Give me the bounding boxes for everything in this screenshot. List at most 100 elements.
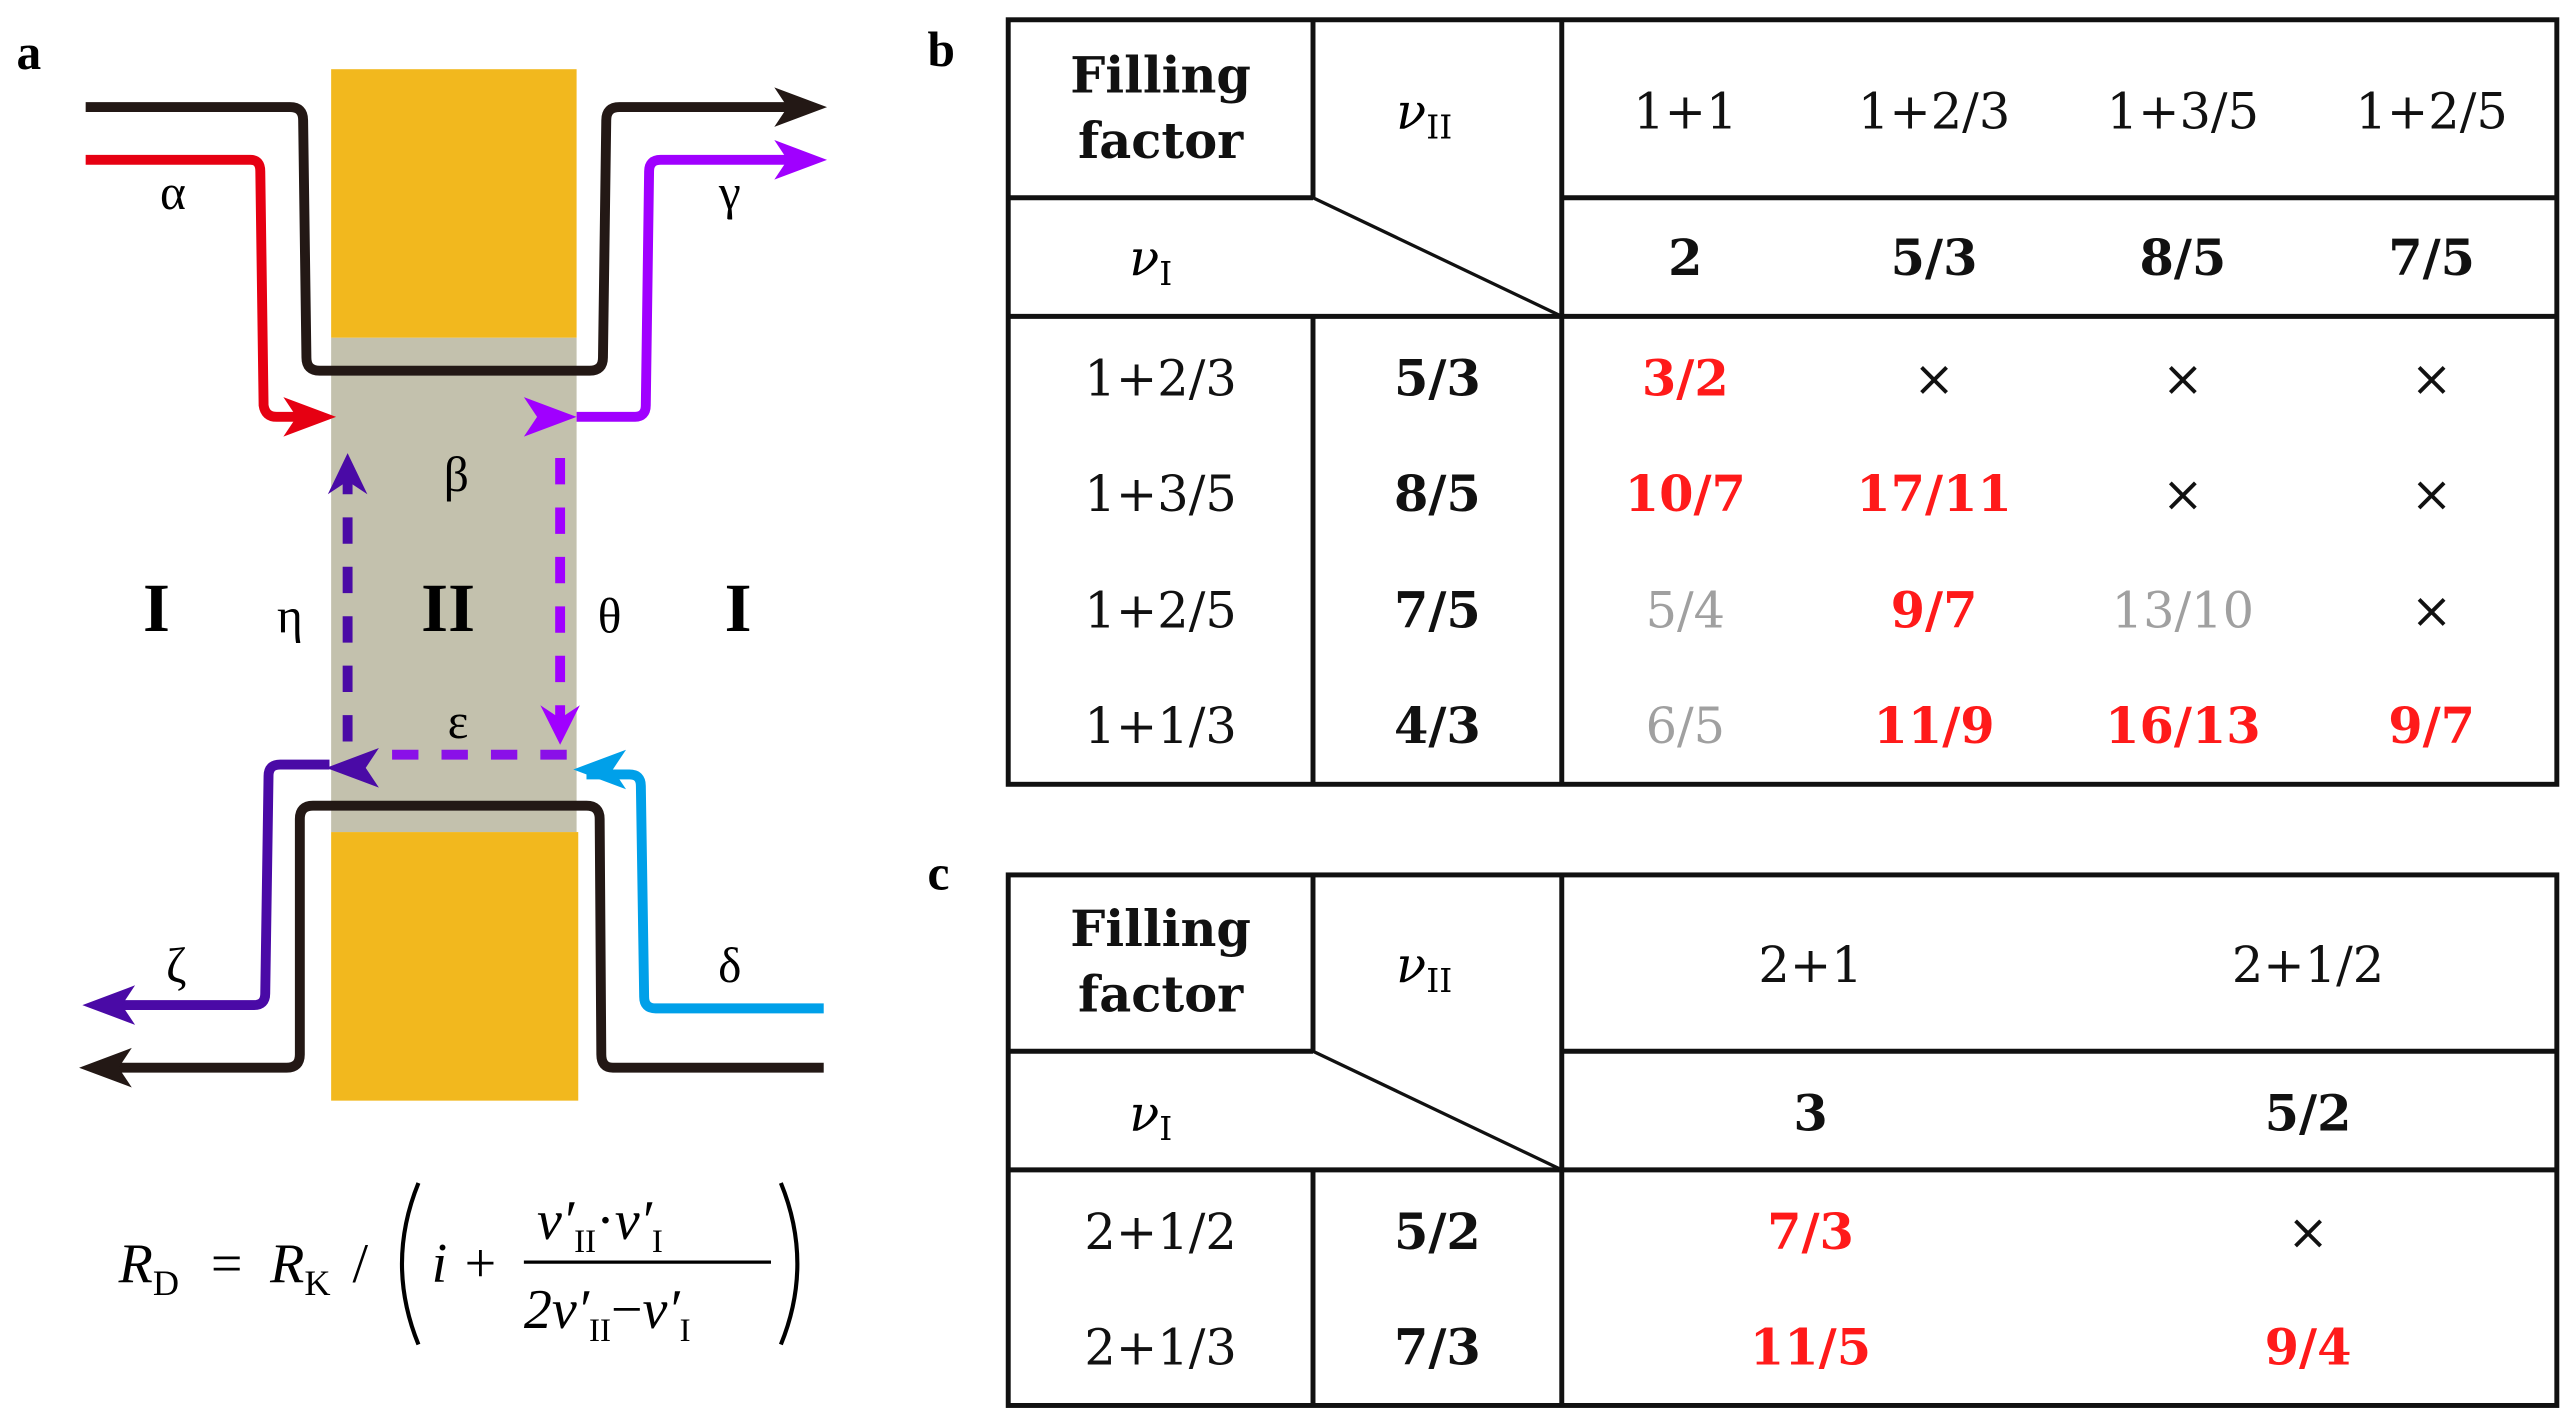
table-cell: 5/4 — [1646, 582, 1726, 640]
table-cell: × — [2411, 465, 2452, 523]
label-eta: η — [277, 589, 303, 644]
edge-delta — [586, 769, 824, 1014]
nu-I-label: νI — [1129, 1084, 1172, 1148]
label-epsilon: ε — [448, 694, 469, 749]
row-total: 5/3 — [1394, 349, 1481, 407]
table-cell: × — [2411, 349, 2452, 407]
edge-alpha — [85, 154, 320, 422]
table-cell: 11/5 — [1750, 1318, 1871, 1376]
formula-denominator: 2ν′II−ν′I — [524, 1279, 691, 1349]
nu-II-label: νII — [1396, 936, 1452, 1000]
formula-i: i — [432, 1233, 448, 1295]
table-cell: × — [2162, 349, 2203, 407]
column-header: 2+1/2 — [2232, 936, 2384, 994]
column-total: 2 — [1668, 229, 1702, 287]
corner-label-factor: factor — [1078, 112, 1244, 170]
label-beta: β — [444, 447, 469, 502]
row-total: 8/5 — [1394, 465, 1481, 523]
top-contact — [331, 69, 577, 338]
column-total: 3 — [1793, 1084, 1827, 1142]
panel-label-b: b — [928, 22, 955, 77]
formula-lhs: RD — [118, 1233, 179, 1303]
region-II: II — [421, 569, 475, 646]
table-border — [1005, 872, 2560, 1408]
arrow-head-icon — [774, 87, 828, 127]
table-b: Filling factor νII νI 1+1 1+2/3 1+3/5 1+2/5 2 5/3… — [1005, 17, 2560, 787]
row-label: 1+1/3 — [1084, 697, 1236, 755]
column-header: 1+1 — [1633, 83, 1737, 141]
table-cell: 9/7 — [1891, 582, 1978, 640]
bottom-contact — [331, 832, 579, 1101]
outer-edge-top — [85, 102, 804, 376]
edge-zeta — [102, 759, 330, 1011]
arrow-head-icon — [523, 397, 577, 437]
column-total: 5/2 — [2265, 1084, 2352, 1142]
nu-I-label: νI — [1129, 229, 1172, 293]
formula-slash: / — [353, 1233, 369, 1295]
table-cell: 11/9 — [1874, 697, 1995, 755]
table-cell: 9/4 — [2265, 1318, 2352, 1376]
column-total: 5/3 — [1891, 229, 1978, 287]
table-cell: 17/11 — [1856, 465, 2012, 523]
row-label: 1+3/5 — [1084, 465, 1236, 523]
label-delta: δ — [718, 938, 741, 993]
table-cell: 10/7 — [1625, 465, 1746, 523]
row-label: 2+1/2 — [1084, 1203, 1236, 1261]
formula-right-paren — [778, 1182, 800, 1346]
corner-label-filling: Filling — [1070, 900, 1251, 958]
region-I-right: I — [725, 569, 752, 646]
table-cell: 3/2 — [1642, 349, 1729, 407]
table-cell: 6/5 — [1646, 697, 1726, 755]
column-header: 1+2/5 — [2355, 83, 2507, 141]
row-total: 5/2 — [1394, 1203, 1481, 1261]
row-total: 7/5 — [1394, 582, 1481, 640]
label-alpha: α — [160, 165, 186, 220]
outer-edge-bottom — [98, 800, 824, 1073]
formula-equals: = — [211, 1233, 243, 1295]
panel-label-c: c — [928, 846, 950, 901]
row-label: 1+2/3 — [1084, 349, 1236, 407]
arrow-head-icon — [82, 985, 136, 1025]
table-cell: × — [2287, 1203, 2328, 1261]
table-cell: 16/13 — [2105, 697, 2261, 755]
label-gamma: γ — [718, 165, 741, 220]
row-total: 7/3 — [1394, 1318, 1481, 1376]
corner-label-factor: factor — [1078, 966, 1244, 1024]
arrow-head-icon — [327, 453, 368, 495]
row-label: 1+2/5 — [1084, 582, 1236, 640]
table-c: Filling factor νII νI 2+1 2+1/2 3 5/2 2+1/2 5/2 7/… — [1005, 872, 2560, 1408]
panel-label-a: a — [16, 25, 41, 80]
label-theta: θ — [598, 589, 622, 644]
region-I-left: I — [143, 569, 170, 646]
column-header: 1+3/5 — [2107, 83, 2259, 141]
table-cell: 13/10 — [2112, 582, 2254, 640]
arrow-head-icon — [283, 397, 337, 437]
table-cell: × — [1913, 349, 1954, 407]
arrow-head-icon — [326, 748, 379, 788]
column-total: 7/5 — [2388, 229, 2475, 287]
arrow-head-icon — [573, 749, 627, 790]
table-rule — [1312, 196, 1563, 318]
formula-left-paren — [399, 1182, 421, 1346]
corner-label-filling: Filling — [1070, 46, 1251, 104]
table-border — [1005, 17, 2560, 787]
arrow-head-icon — [79, 1047, 132, 1088]
table-cell: 9/7 — [2388, 697, 2475, 755]
column-total: 8/5 — [2139, 229, 2226, 287]
table-rule — [1312, 1049, 1563, 1172]
formula-rk: RK — [269, 1233, 330, 1303]
formula-numerator: ν′II·ν′I — [537, 1190, 663, 1260]
formula-plus: + — [465, 1233, 497, 1295]
table-cell: × — [2411, 582, 2452, 640]
resistance-formula: RD = RK / i + ν′II·ν′I 2ν′II−ν′I — [118, 1182, 800, 1349]
edge-gamma — [576, 154, 808, 422]
arrow-head-icon — [774, 140, 828, 180]
edge-state-diagram: α γ β η θ ε ζ δ I II I — [79, 69, 828, 1101]
row-label: 2+1/3 — [1084, 1318, 1236, 1376]
column-header: 2+1 — [1758, 936, 1862, 994]
table-cell: 7/3 — [1767, 1203, 1854, 1261]
table-cell: × — [2162, 465, 2203, 523]
arrow-head-icon — [540, 705, 580, 745]
nu-II-label: νII — [1396, 83, 1452, 147]
